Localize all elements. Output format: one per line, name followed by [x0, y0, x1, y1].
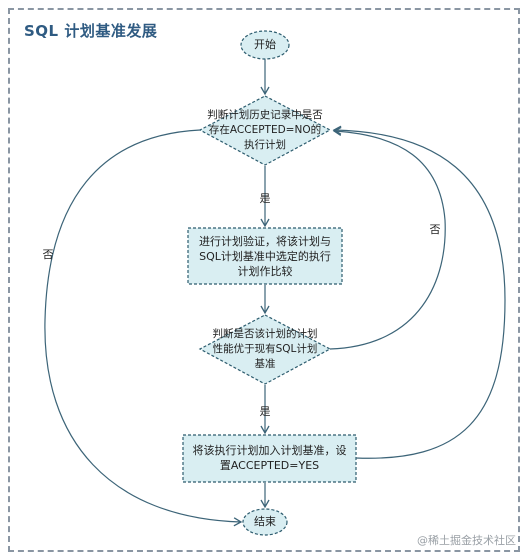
add-process-label: 将该执行计划加入计划基准，设置ACCEPTED=YES	[192, 444, 347, 472]
edge-label-no-right: 否	[430, 223, 441, 236]
diagram-frame	[8, 8, 520, 552]
end-node	[242, 508, 288, 536]
edge-label-yes-2: 是	[260, 405, 271, 418]
verify-process-label: 进行计划验证，将该计划与SQL计划基准中选定的执行计划作比较	[199, 235, 331, 278]
edge-label-no-left: 否	[43, 248, 54, 261]
perf-decision-label: 判断是否该计划的计划性能优于现有SQL计划基准	[212, 328, 318, 370]
watermark: @稀土掘金技术社区	[417, 534, 516, 547]
start-node-label: 开始	[254, 38, 276, 51]
perf-decision	[198, 314, 332, 385]
edge-add-check-loop	[332, 125, 506, 459]
check-decision-label: 判断计划历史记录中是否存在ACCEPTED=NO的执行计划	[207, 109, 323, 151]
check-decision	[198, 95, 332, 166]
diagram-title: SQL 计划基准发展	[24, 22, 158, 40]
add-process	[182, 434, 357, 483]
edge-perf-check-no	[329, 126, 446, 350]
edge-label-yes-1: 是	[260, 192, 271, 205]
end-node-label: 结束	[254, 515, 276, 528]
edge-check-end-no	[44, 129, 243, 527]
verify-process	[187, 227, 343, 285]
